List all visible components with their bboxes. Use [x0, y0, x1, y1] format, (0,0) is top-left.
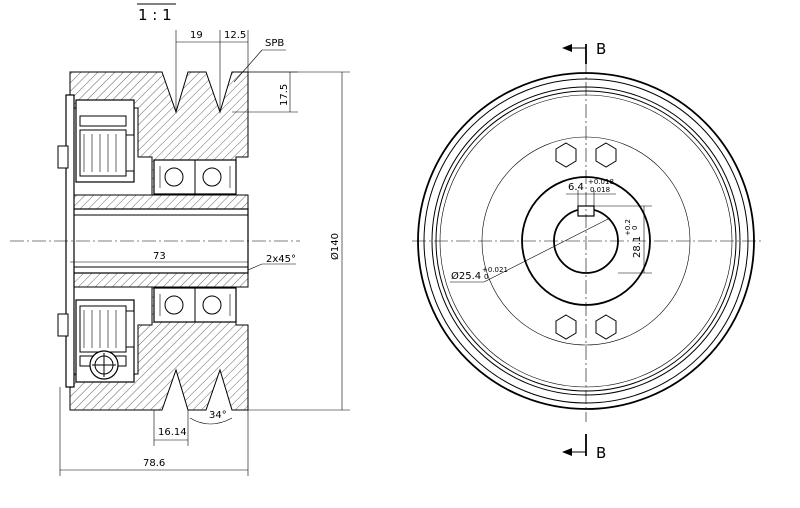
dim-groove-depth: 17.5	[279, 84, 290, 106]
hex-bolt-icon	[595, 314, 617, 340]
dim-groove-edge: 12.5	[224, 30, 246, 41]
upper-bearing	[153, 159, 237, 195]
section-label-top: B	[596, 40, 606, 58]
upper-bolt-head	[57, 145, 69, 169]
dim-key-depth: 28.1	[632, 236, 643, 258]
dim-bore-diameter: Ø25.4	[451, 270, 481, 282]
lower-clutch-pack	[75, 299, 135, 383]
hex-bolt-icon	[555, 142, 577, 168]
dim-bore-tol-upper: +0.021	[482, 266, 508, 274]
upper-clutch-pack	[75, 99, 135, 183]
scale-label: 1 : 1	[138, 6, 172, 24]
dim-groove-angle: 34°	[209, 410, 227, 421]
lower-bearing	[153, 287, 237, 323]
lower-bolt-head	[57, 313, 69, 337]
section-arrow-top: B	[562, 40, 606, 64]
dim-key-depth-tol-upper: +0.2	[624, 219, 632, 236]
bolt-heads	[555, 142, 617, 340]
dim-keyway-width: 6.4	[568, 182, 584, 193]
lower-bore-wall	[69, 272, 249, 288]
front-view: B B 6.4 +0.018 0.018 28.1 +0.2 0 Ø25.4 +…	[412, 40, 762, 462]
hex-bolt-icon	[595, 142, 617, 168]
dim-groove-first: 16.14	[158, 427, 187, 438]
dim-keyway-tol-lower: 0.018	[590, 186, 610, 194]
dim-belt-profile: SPB	[265, 38, 284, 49]
upper-bore-wall	[69, 194, 249, 210]
section-label-bottom: B	[596, 444, 606, 462]
scale-label-group: 1 : 1	[137, 3, 176, 24]
hex-bolt-icon	[555, 314, 577, 340]
dim-chamfer: 2x45°	[266, 254, 296, 265]
dim-total-length: 78.6	[143, 458, 165, 469]
dim-bore-tol-lower: 0	[484, 273, 488, 281]
dim-key-depth-tol-lower: 0	[631, 226, 639, 230]
dim-groove-pitch: 19	[190, 30, 203, 41]
section-view: 19 12.5 SPB 17.5 Ø140 73 2x45° 16.14 34°	[10, 30, 350, 476]
dim-outer-diameter: Ø140	[329, 233, 341, 260]
dim-bore-length: 73	[153, 251, 166, 262]
section-arrow-bottom: B	[562, 434, 606, 462]
dim-keyway-tol-upper: +0.018	[588, 178, 614, 186]
